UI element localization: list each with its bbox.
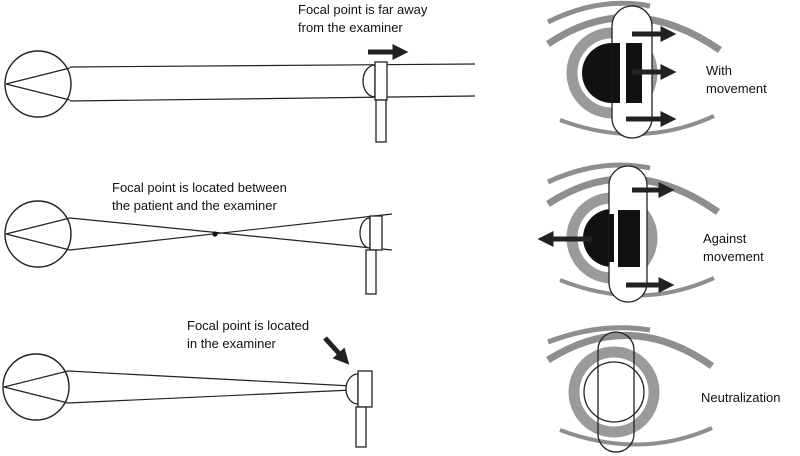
reflex-black <box>618 210 640 267</box>
eyelid-upper <box>546 332 715 369</box>
result-neutralization: Neutralization <box>701 390 781 405</box>
caption-line: Focal point is far away <box>298 2 428 17</box>
eye-reflex-against-movement <box>537 162 721 303</box>
focal-point <box>212 231 218 237</box>
retinoscope <box>359 215 383 295</box>
eyelid-fold <box>546 0 651 25</box>
result-line: Neutralization <box>701 390 781 405</box>
iris <box>568 346 660 438</box>
caption-line: from the examiner <box>298 20 403 35</box>
eye-lens-rays <box>5 217 71 251</box>
patient-eye <box>4 50 72 118</box>
caption-between-focus: Focal point is located between the patie… <box>112 180 291 213</box>
patient-eye <box>2 353 70 421</box>
patient-eye <box>4 200 72 268</box>
eye-reflex-with-movement <box>546 0 722 139</box>
result-against-movement: Against movement <box>703 231 764 264</box>
ray-upper <box>69 63 476 68</box>
ray-diagram-far-focus <box>4 43 476 143</box>
result-line: movement <box>703 249 764 264</box>
caption-far-focus: Focal point is far away from the examine… <box>298 2 431 35</box>
ray-diagram-between-focus <box>4 200 393 295</box>
ray-upper <box>69 217 393 251</box>
eyelid-fold <box>547 325 651 345</box>
streak-band <box>597 331 635 453</box>
caption-line: Focal point is located between <box>112 180 287 195</box>
result-line: Against <box>703 231 747 246</box>
result-line: With <box>706 63 732 78</box>
focus-pointer-arrow <box>323 336 350 365</box>
caption-examiner-focus: Focal point is located in the examiner <box>187 318 313 351</box>
caption-line: Focal point is located <box>187 318 309 333</box>
ray-lower <box>69 95 476 102</box>
eye-lens-rays <box>5 67 71 101</box>
ray-lower <box>67 389 353 404</box>
result-with-movement: With movement <box>706 63 767 96</box>
ray-diagram-examiner-focus <box>2 336 373 448</box>
eyelid-fold <box>546 162 651 185</box>
caption-line: the patient and the examiner <box>112 198 277 213</box>
pupil <box>583 361 645 423</box>
ray-upper <box>67 370 353 387</box>
eyelid-lower <box>559 426 713 447</box>
result-line: movement <box>706 81 767 96</box>
eye-lens-rays <box>3 370 69 404</box>
caption-line: in the examiner <box>187 336 277 351</box>
retinoscope <box>362 61 388 143</box>
eye-reflex-neutralization <box>546 325 715 453</box>
retinoscope <box>345 370 373 448</box>
ray-lower <box>69 213 393 251</box>
